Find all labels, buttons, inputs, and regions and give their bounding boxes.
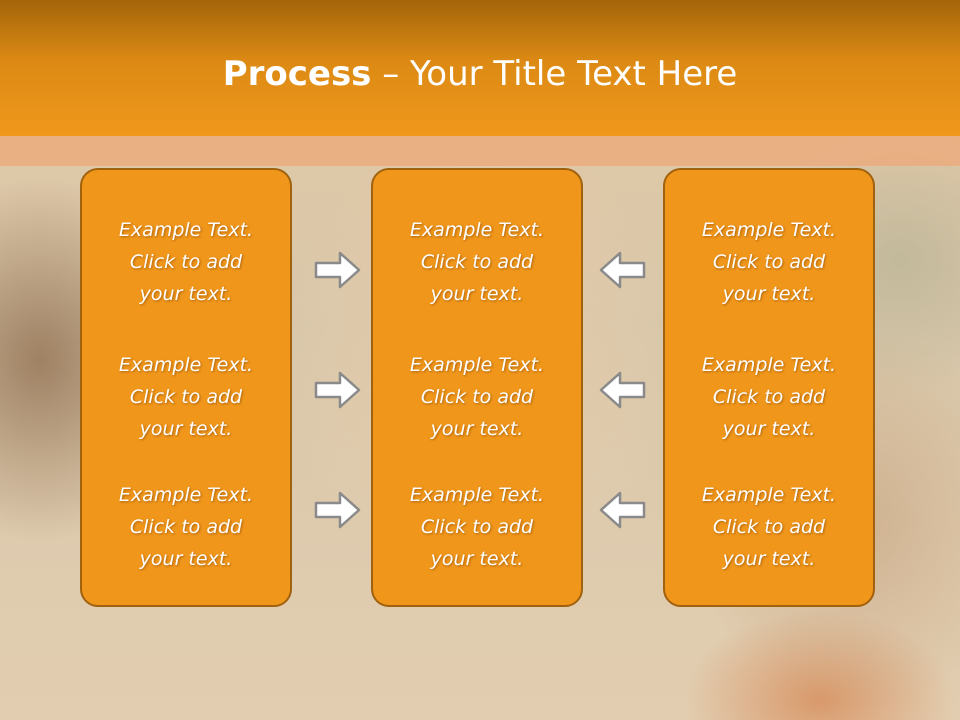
text-line: Example Text. [118, 219, 254, 241]
text-line: Click to add [129, 386, 243, 408]
text-block[interactable]: Example Text. Click to add your text. [82, 214, 290, 310]
text-line: Click to add [712, 251, 826, 273]
text-line: Example Text. [409, 354, 545, 376]
arrow-left-icon [598, 370, 646, 410]
slide-title-bold: Process [222, 54, 372, 94]
text-line: Example Text. [701, 219, 837, 241]
text-line: your text. [722, 418, 816, 440]
text-line: Click to add [712, 386, 826, 408]
title-accent-strip [0, 136, 960, 166]
text-line: Example Text. [409, 484, 545, 506]
text-line: your text. [430, 283, 524, 305]
text-line: Example Text. [701, 484, 837, 506]
text-line: Click to add [420, 251, 534, 273]
arrow-left-icon [598, 490, 646, 530]
slide-title[interactable]: Process – Your Title Text Here [0, 52, 960, 96]
text-line: your text. [430, 418, 524, 440]
arrow-right-icon [314, 490, 362, 530]
text-line: your text. [139, 283, 233, 305]
center-process-box[interactable]: Example Text. Click to add your text. Ex… [371, 168, 583, 607]
text-line: Example Text. [118, 484, 254, 506]
text-line: Click to add [420, 516, 534, 538]
text-line: your text. [430, 548, 524, 570]
text-line: Example Text. [118, 354, 254, 376]
text-block[interactable]: Example Text. Click to add your text. [373, 349, 581, 445]
text-line: Click to add [129, 251, 243, 273]
text-block[interactable]: Example Text. Click to add your text. [82, 479, 290, 575]
text-line: your text. [139, 548, 233, 570]
text-block[interactable]: Example Text. Click to add your text. [665, 214, 873, 310]
arrow-right-icon [314, 370, 362, 410]
slide-title-rest: – Your Title Text Here [371, 54, 738, 94]
text-block[interactable]: Example Text. Click to add your text. [373, 479, 581, 575]
text-block[interactable]: Example Text. Click to add your text. [373, 214, 581, 310]
left-process-box[interactable]: Example Text. Click to add your text. Ex… [80, 168, 292, 607]
text-block[interactable]: Example Text. Click to add your text. [82, 349, 290, 445]
text-block[interactable]: Example Text. Click to add your text. [665, 479, 873, 575]
arrow-right-icon [314, 250, 362, 290]
text-line: Example Text. [701, 354, 837, 376]
right-process-box[interactable]: Example Text. Click to add your text. Ex… [663, 168, 875, 607]
text-line: your text. [722, 548, 816, 570]
text-line: Click to add [420, 386, 534, 408]
title-bar [0, 0, 960, 136]
text-line: Click to add [712, 516, 826, 538]
text-line: Click to add [129, 516, 243, 538]
text-line: your text. [139, 418, 233, 440]
text-line: Example Text. [409, 219, 545, 241]
text-block[interactable]: Example Text. Click to add your text. [665, 349, 873, 445]
arrow-left-icon [598, 250, 646, 290]
text-line: your text. [722, 283, 816, 305]
